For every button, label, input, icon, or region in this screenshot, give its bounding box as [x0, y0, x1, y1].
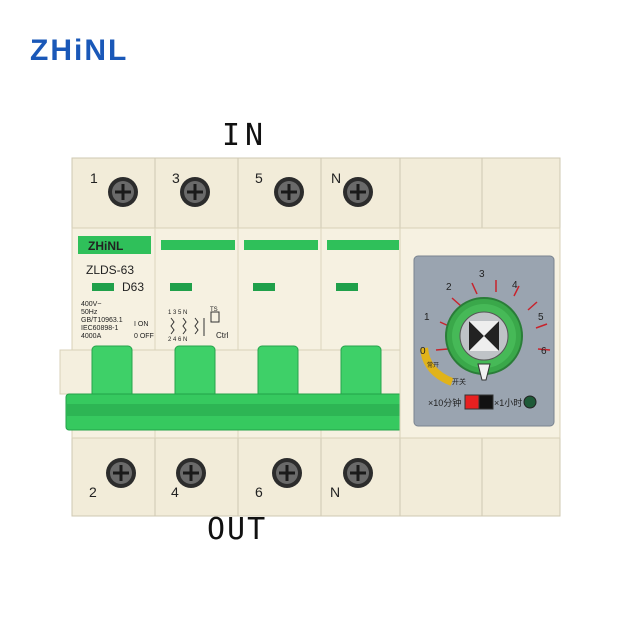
face-logo: ZHiNL [88, 239, 123, 253]
dial-number-0: 0 [420, 346, 426, 357]
dial-number-2: 2 [446, 282, 452, 293]
terminal-label-top-1: 1 [90, 170, 98, 186]
terminal-label-bottom-2: 2 [89, 484, 97, 500]
spec-line-2: 50Hz [81, 309, 98, 316]
label-in: IN [222, 118, 269, 153]
mode-left-label: ×10分钟 [428, 397, 461, 408]
brand-logo: ZHiNL [30, 34, 129, 67]
dial-number-6: 6 [541, 346, 547, 357]
spec-line-4: IEC60898-1 [81, 325, 118, 332]
breaker-handles [59, 345, 411, 431]
top-terminal-block [71, 157, 561, 231]
terminal-label-bottom-6: 6 [255, 484, 263, 500]
timer-module [399, 227, 561, 439]
normal-label: 常开 [427, 361, 439, 369]
switch-label: 开关 [452, 377, 466, 386]
terminal-label-top-n: N [331, 170, 341, 186]
ts-label: TS [210, 307, 218, 313]
on-label: I ON [134, 321, 148, 328]
mode-right-label: ×1小时 [494, 397, 522, 408]
terminal-label-top-3: 3 [172, 170, 180, 186]
spec-line-5: 4000A [81, 333, 102, 340]
diagram-bottom-label: 2 4 6 N [168, 337, 187, 343]
terminal-label-bottom-4: 4 [171, 484, 179, 500]
spec-line-3: GB/T10963.1 [81, 317, 123, 324]
dial-number-4: 4 [512, 280, 518, 291]
spec-line-1: 400V~ [81, 301, 101, 308]
dial-number-1: 1 [424, 312, 430, 323]
terminal-label-bottom-n: N [330, 484, 340, 500]
bottom-screws [106, 458, 373, 488]
top-screws [108, 177, 373, 207]
label-out: OUT [207, 512, 268, 547]
ctrl-label: Ctrl [216, 331, 229, 340]
dial-number-5: 5 [538, 312, 544, 323]
bottom-terminal-block [71, 435, 561, 517]
off-label: 0 OFF [134, 333, 154, 340]
model-label: ZLDS-63 [86, 263, 134, 277]
dial-number-3: 3 [479, 269, 485, 280]
rating-label: D63 [122, 280, 144, 294]
diagram-top-label: 1 3 5 N [168, 310, 187, 316]
terminal-label-top-5: 5 [255, 170, 263, 186]
